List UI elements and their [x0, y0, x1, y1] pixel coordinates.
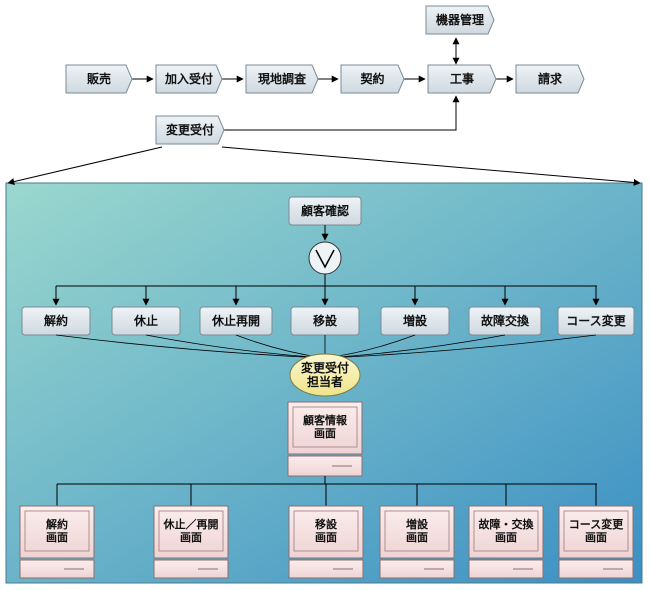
converge-line-course-change	[324, 334, 597, 359]
screen-label-cancel: 解約画面	[25, 511, 89, 551]
or-gateway	[308, 241, 342, 275]
converge-line-cancel	[55, 334, 326, 359]
branch-label-add: 増設	[402, 314, 427, 328]
flow-box-billing	[515, 64, 585, 94]
screen-label-line1: コース変更	[568, 518, 624, 531]
flow-label-join-reception: 加入受付	[164, 72, 213, 86]
flow-box-sales	[65, 64, 133, 94]
staff-label-line2: 担当者	[306, 375, 343, 389]
flow-box-join-reception	[155, 64, 223, 94]
arrow-change-construction	[224, 95, 460, 131]
screen-label-suspend-resume: 休止／再開画面	[159, 511, 223, 551]
flow-label-sales: 販売	[86, 72, 111, 86]
expand-line-right	[221, 146, 641, 186]
flow-box-contract	[340, 64, 405, 94]
screen-label-line1: 解約	[46, 518, 68, 531]
flow-label-construction: 工事	[449, 72, 474, 86]
screen-label-line2: 画面	[180, 531, 202, 544]
flow-label-site-survey: 現地調査	[257, 72, 306, 86]
screen-label-line1: 増設	[406, 518, 428, 531]
screen-monitor-icon-cancel	[19, 505, 95, 579]
screen-label-course-change: コース変更画面	[564, 511, 628, 551]
branch-label-course-change: コース変更	[566, 314, 626, 328]
screen-monitor-icon-relocate	[288, 505, 364, 579]
screen-label-line2: 画面	[585, 531, 607, 544]
customer-info-screen-icon	[287, 401, 363, 477]
screen-label-line1: 休止／再開	[163, 518, 219, 531]
flow-label-billing: 請求	[537, 72, 562, 86]
screen-label-line2: 画面	[495, 531, 517, 544]
branch-label-suspend: 休止	[133, 314, 158, 328]
screen-monitor-icon-suspend-resume	[153, 505, 229, 579]
screen-label-line1: 移設	[315, 518, 337, 531]
customer-confirm-label: 顧客確認	[300, 204, 349, 218]
flow-box-equipment	[425, 5, 495, 35]
converge-line-suspend	[145, 334, 326, 359]
customer-info-screen-line2: 画面	[314, 427, 336, 440]
staff-label-line1: 変更受付	[300, 361, 349, 375]
screen-label-add: 増設画面	[385, 511, 449, 551]
expand-line-left	[7, 146, 163, 185]
screen-label-line1: 故障・交換	[478, 518, 534, 531]
flow-label-change-reception: 変更受付	[165, 123, 214, 137]
branch-label-relocate: 移設	[312, 314, 337, 328]
or-symbol-icon	[315, 249, 335, 269]
branch-label-cancel: 解約	[43, 314, 68, 328]
screen-label-line2: 画面	[315, 531, 337, 544]
screen-monitor-icon-add	[379, 505, 455, 579]
branch-label-resume: 休止再開	[211, 314, 260, 328]
screen-label-line2: 画面	[46, 531, 68, 544]
flow-box-construction	[427, 64, 497, 94]
screen-monitor-icon-course-change	[558, 505, 634, 579]
screen-monitor-icon-repair	[468, 505, 544, 579]
branch-label-repair: 故障交換	[480, 314, 529, 328]
converge-line-repair	[324, 334, 506, 359]
change-staff-ellipse	[289, 353, 361, 397]
screen-label-line2: 画面	[406, 531, 428, 544]
flow-label-contract: 契約	[360, 72, 385, 86]
customer-info-screen-label: 顧客情報 画面	[293, 407, 357, 447]
flow-box-site-survey	[245, 64, 319, 94]
flow-box-change-reception	[155, 115, 225, 145]
screen-label-relocate: 移設画面	[294, 511, 358, 551]
flow-label-equipment: 機器管理	[435, 13, 484, 27]
screen-label-repair: 故障・交換画面	[474, 511, 538, 551]
staff-label: 変更受付 担当者	[290, 354, 360, 396]
customer-info-screen-line1: 顧客情報	[303, 414, 347, 427]
